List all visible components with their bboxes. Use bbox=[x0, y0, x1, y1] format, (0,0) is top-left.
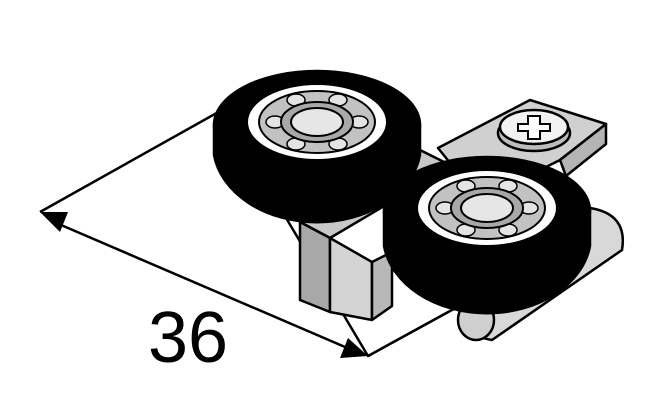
dimension-line bbox=[40, 212, 368, 358]
roller-wheel-front bbox=[382, 155, 592, 315]
dimension-label: 36 bbox=[148, 298, 228, 378]
arrowhead-right-icon bbox=[340, 338, 368, 358]
phillips-screw-icon bbox=[496, 108, 572, 153]
arrowhead-left-icon bbox=[40, 212, 68, 232]
roller-wheel-back bbox=[212, 69, 422, 224]
bearing-balls bbox=[265, 93, 369, 151]
bearing-balls-front bbox=[435, 179, 539, 237]
